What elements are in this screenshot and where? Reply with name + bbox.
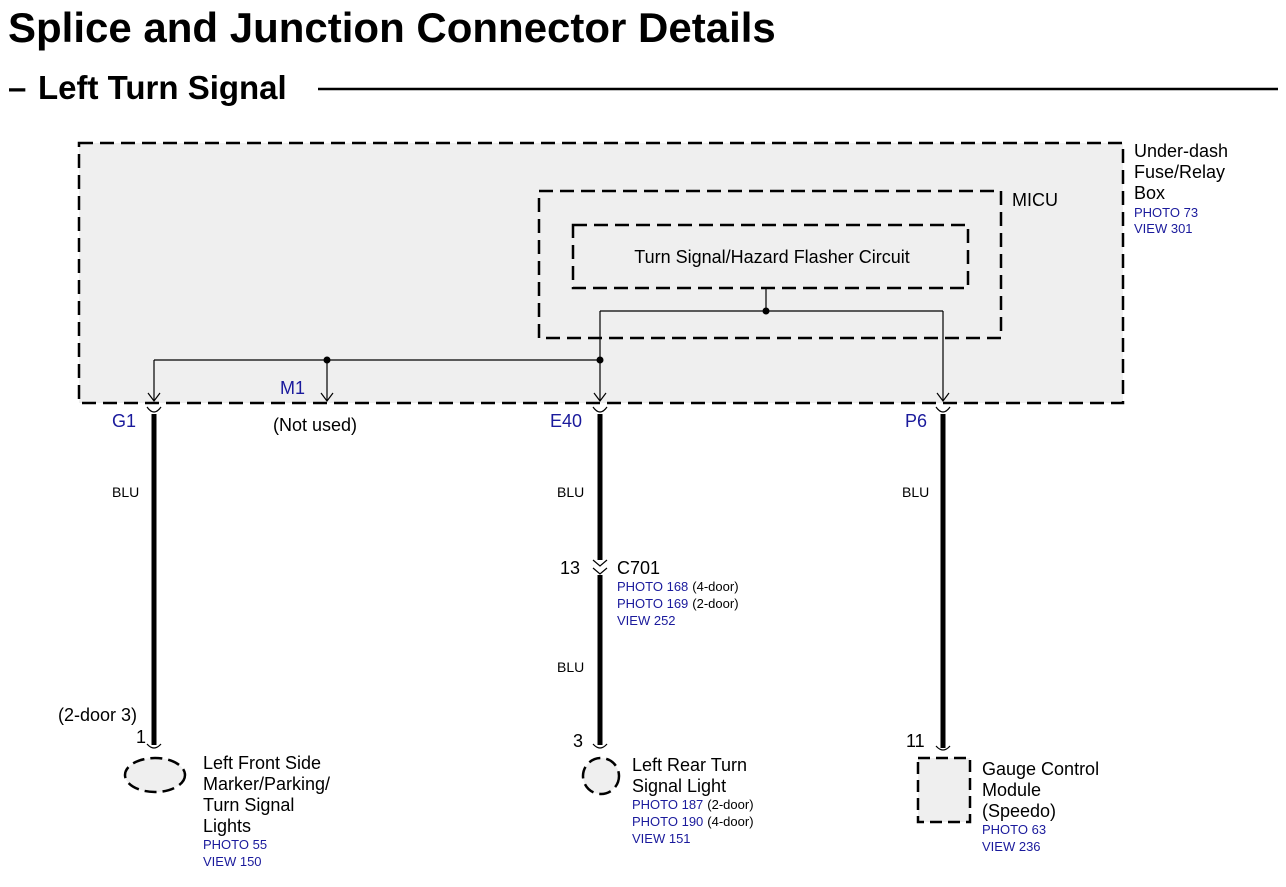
c701-photo-2-note: (2-door) <box>692 596 738 611</box>
front-light-photo-link[interactable]: PHOTO 55 <box>203 837 267 852</box>
c701-photo-2-link[interactable]: PHOTO 169 <box>617 596 688 611</box>
gauge-module-box <box>916 756 972 824</box>
c701-connector-symbol <box>592 559 608 575</box>
wire-color-center-upper: BLU <box>557 484 584 500</box>
splice-dot <box>596 356 604 364</box>
front-light-name-1: Left Front Side <box>203 753 321 773</box>
gauge-connector <box>935 745 951 751</box>
wire-color-center-lower: BLU <box>557 659 584 675</box>
gauge-pin: 11 <box>906 731 925 751</box>
splice-dot <box>323 356 331 364</box>
gauge-name-2: Module <box>982 780 1041 800</box>
rear-light-photo-1-link[interactable]: PHOTO 187 <box>632 797 703 812</box>
gauge-view-link[interactable]: VIEW 236 <box>982 839 1041 854</box>
terminal-p6: P6 <box>905 411 927 431</box>
c701-photo-1-link[interactable]: PHOTO 168 <box>617 579 688 594</box>
internal-wiring <box>147 288 950 402</box>
wire-color-right: BLU <box>902 484 929 500</box>
splice-dot <box>762 307 770 315</box>
c701-photo-1: PHOTO 168 (4-door) <box>617 579 739 594</box>
micu-box <box>537 189 1003 340</box>
section-title: Left Turn Signal <box>38 69 287 106</box>
front-light-bulb <box>123 756 187 794</box>
flasher-circuit-label: Turn Signal/Hazard Flasher Circuit <box>634 247 909 267</box>
flasher-circuit-box <box>571 223 970 290</box>
page-title: Splice and Junction Connector Details <box>8 4 776 51</box>
c701-photo-2: PHOTO 169 (2-door) <box>617 596 739 611</box>
rear-light-photo-2-link[interactable]: PHOTO 190 <box>632 814 703 829</box>
fuse-box-name-3: Box <box>1134 183 1165 203</box>
fuse-box-name-2: Fuse/Relay <box>1134 162 1225 182</box>
terminal-symbols <box>146 406 951 413</box>
c701-photo-1-note: (4-door) <box>692 579 738 594</box>
rear-light-photo-1: PHOTO 187 (2-door) <box>632 797 754 812</box>
front-light-pin-note: (2-door 3) <box>58 705 137 725</box>
front-light-pin: 1 <box>136 727 146 747</box>
front-light-name-3: Turn Signal <box>203 795 294 815</box>
terminal-g1: G1 <box>112 411 136 431</box>
micu-label: MICU <box>1012 190 1058 210</box>
front-light-connector <box>146 743 162 749</box>
c701-pin: 13 <box>560 558 580 578</box>
front-light-name-2: Marker/Parking/ <box>203 774 330 794</box>
rear-light-bulb <box>581 756 621 796</box>
c701-view-link[interactable]: VIEW 252 <box>617 613 676 628</box>
rear-light-pin: 3 <box>573 731 583 751</box>
rear-light-photo-2: PHOTO 190 (4-door) <box>632 814 754 829</box>
rear-light-connector <box>592 743 608 749</box>
front-light-name-4: Lights <box>203 816 251 836</box>
terminal-e40: E40 <box>550 411 582 431</box>
fuse-box-view-link[interactable]: VIEW 301 <box>1134 221 1193 236</box>
fuse-relay-box <box>77 141 1125 405</box>
wire-color-left: BLU <box>112 484 139 500</box>
rear-light-name-1: Left Rear Turn <box>632 755 747 775</box>
front-light-view-link[interactable]: VIEW 150 <box>203 854 262 869</box>
gauge-name-1: Gauge Control <box>982 759 1099 779</box>
m1-not-used-note: (Not used) <box>273 415 357 435</box>
rear-light-name-2: Signal Light <box>632 776 726 796</box>
rear-light-photo-1-note: (2-door) <box>707 797 753 812</box>
terminal-m1: M1 <box>280 378 305 398</box>
gauge-name-3: (Speedo) <box>982 801 1056 821</box>
rear-light-photo-2-note: (4-door) <box>707 814 753 829</box>
gauge-photo-link[interactable]: PHOTO 63 <box>982 822 1046 837</box>
rear-light-view-link[interactable]: VIEW 151 <box>632 831 691 846</box>
fuse-box-photo-link[interactable]: PHOTO 73 <box>1134 205 1198 220</box>
c701-name: C701 <box>617 558 660 578</box>
subtitle-dash: – <box>8 69 26 106</box>
fuse-box-name-1: Under-dash <box>1134 141 1228 161</box>
